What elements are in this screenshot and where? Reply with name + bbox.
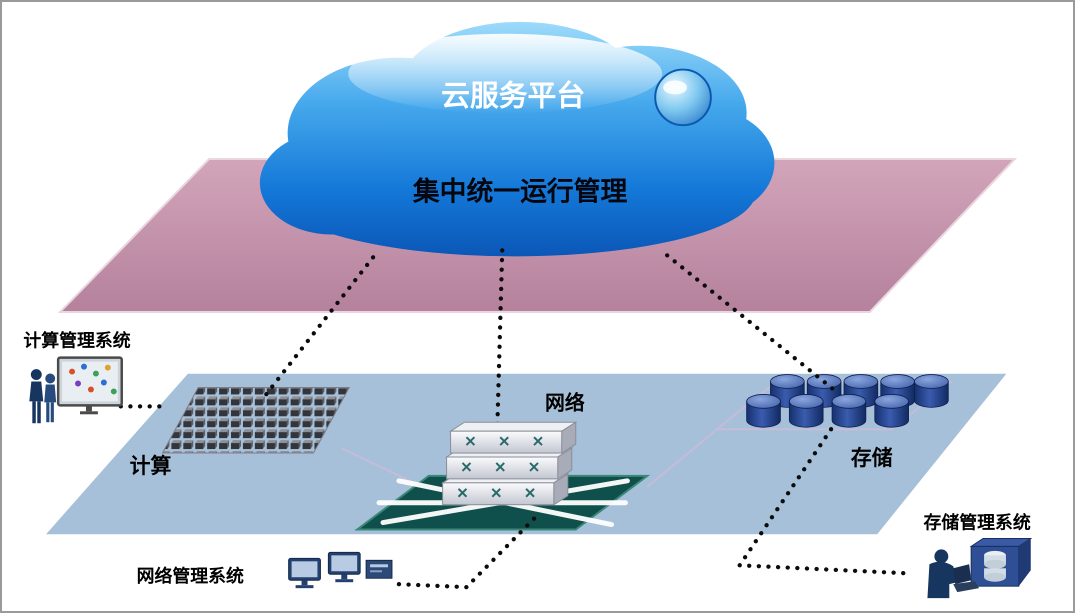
storage-cylinder [788, 394, 824, 428]
dotted-line-storage-mgmt [735, 427, 908, 576]
cloud-bubble-icon [654, 68, 712, 127]
storage-cylinder [914, 374, 949, 408]
cloud-subtitle: 集中统一运行管理 [412, 176, 628, 207]
network-label: 网络 [545, 391, 585, 414]
storage-cylinder [831, 394, 867, 428]
person-laptop-storage-icon [927, 537, 1033, 599]
person-figure [29, 369, 44, 424]
cloud-title: 云服务平台 [441, 79, 585, 112]
storage-mgmt-label: 存储管理系统 [923, 512, 1030, 533]
compute-server-array [161, 386, 351, 454]
switch-box [440, 472, 570, 506]
storage-cylinder [874, 394, 909, 428]
network-mgmt-label: 网络管理系统 [137, 565, 244, 586]
person-at-laptop [927, 549, 980, 599]
cloud-gloss [348, 33, 663, 114]
storage-appliance [969, 537, 1033, 587]
people-presentation-icon [29, 356, 123, 424]
monitor [288, 557, 321, 589]
person-figure [44, 373, 57, 423]
monitor [327, 551, 361, 583]
dotted-connections [118, 248, 908, 590]
compute-label: 计算 [130, 454, 172, 478]
dotted-line-cloud-compute [261, 255, 376, 400]
storage-label: 存储 [851, 446, 893, 470]
cloud-shape: 云服务平台 集中统一运行管理 [259, 21, 775, 257]
dotted-line-network-mgmt [396, 510, 543, 590]
compute-mgmt-label: 计算管理系统 [23, 330, 130, 351]
storage-cylinder [746, 394, 781, 428]
switch-box [448, 421, 578, 454]
dotted-line-cloud-network [495, 248, 505, 432]
device-box [365, 559, 393, 579]
scatter-dots [69, 363, 117, 395]
desktop-computers-icon [288, 551, 393, 589]
network-switch-icon [440, 421, 578, 506]
